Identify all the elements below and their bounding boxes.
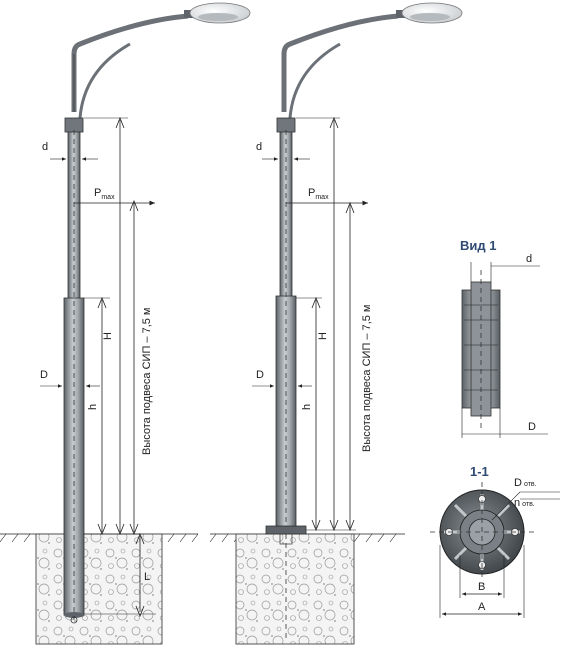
pole-flange [265, 525, 307, 535]
label-d-middle: d [256, 141, 262, 153]
view-1-title: Вид 1 [460, 238, 496, 253]
label-p-middle: P [308, 187, 315, 199]
label-H-middle: H [317, 332, 329, 340]
label-h: h [87, 404, 99, 410]
foundation-block-middle [235, 533, 355, 645]
label-A: A [478, 601, 486, 613]
foundation-block [35, 533, 163, 645]
label-h-middle: h [301, 404, 313, 410]
dim-D-middle: D [252, 369, 312, 388]
hole-n-label: n [514, 497, 520, 509]
lamp-head [184, 2, 251, 24]
load-arrow-middle: Pmax [286, 187, 368, 206]
lamp-head-middle [396, 2, 463, 24]
label-p-sub: max [101, 194, 115, 201]
label-d: d [42, 141, 48, 153]
section-title: 1-1 [470, 464, 489, 479]
label-D-middle: D [256, 369, 264, 381]
load-arrow-left: Pmax [74, 187, 155, 206]
caption-height-middle: Высота подвеса СИП – 7,5 м [361, 305, 373, 453]
dim-L: L [135, 532, 150, 618]
pole-flanged: d Pmax D H h Высота подвеса СИП – 7,5 м [209, 2, 463, 645]
dim-h-middle: h [301, 296, 321, 532]
suspension-height-left: Высота подвеса СИП – 7,5 м [129, 199, 153, 536]
label-D: D [40, 369, 48, 381]
view-1: Вид 1 d D [460, 238, 548, 438]
svg-text:Pmax: Pmax [94, 187, 115, 201]
dim-d-left: d [42, 141, 98, 161]
view-1-d: d [526, 253, 532, 265]
view-1-D: D [528, 421, 536, 433]
caption-height: Высота подвеса СИП – 7,5 м [141, 308, 153, 456]
suspension-height-middle: Высота подвеса СИП – 7,5 м [345, 201, 373, 532]
lamp-arm [71, 13, 189, 112]
dim-H-left: H [102, 116, 125, 536]
label-p: P [94, 187, 101, 199]
dim-D-left: D [40, 369, 100, 388]
dim-H-middle: H [317, 116, 339, 532]
view-1-bolts [464, 304, 498, 391]
label-L: L [144, 571, 150, 583]
hole-n-sub: отв. [522, 501, 535, 508]
label-B: B [478, 581, 485, 593]
pole-embedded: d Pmax D H h [0, 2, 251, 645]
dim-A: A [439, 545, 525, 618]
dim-d-middle: d [256, 141, 310, 161]
hole-d-label: D [514, 477, 522, 489]
label-H: H [102, 332, 114, 340]
dim-h-left: h [87, 296, 107, 536]
dim-B: B [459, 555, 505, 598]
hole-d-sub: отв. [524, 481, 537, 488]
svg-text:Pmax: Pmax [308, 187, 329, 201]
label-p-sub-middle: max [315, 194, 329, 201]
